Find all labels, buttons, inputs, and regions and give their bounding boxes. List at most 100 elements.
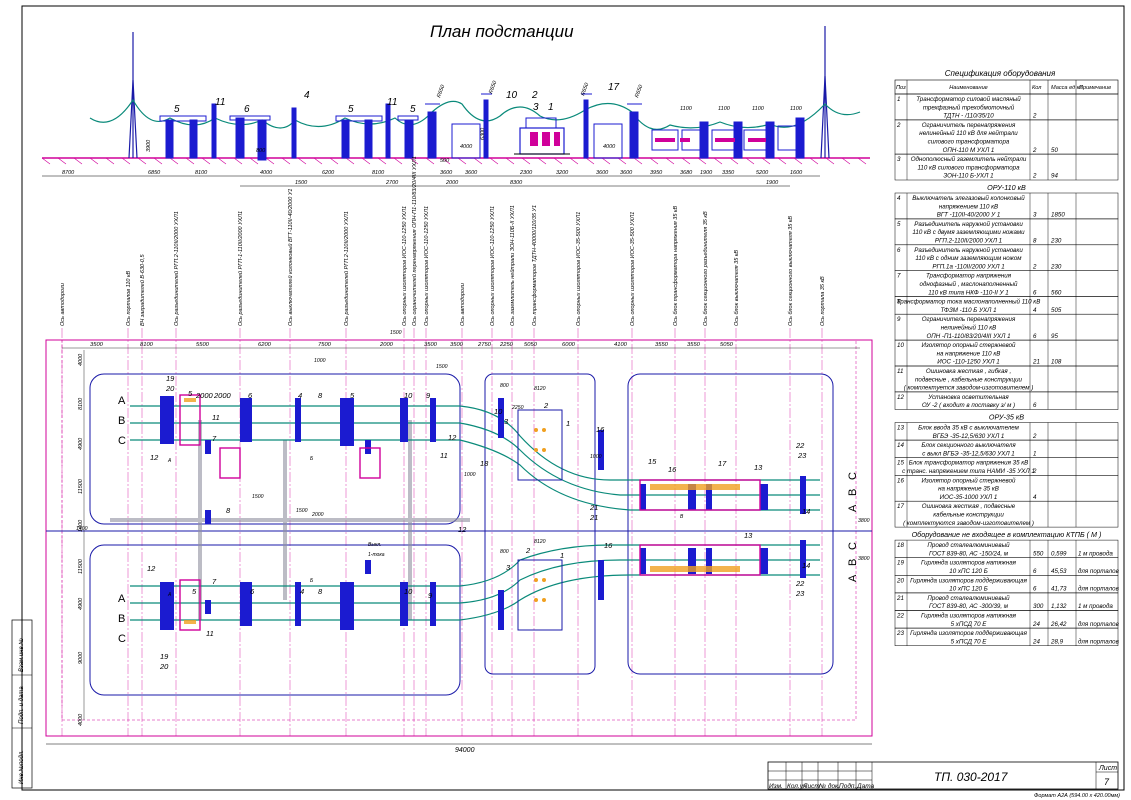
plan-callout-12: 10 xyxy=(404,391,413,400)
spec-name-line: ( комплектуется заводом-изготовителем ) xyxy=(904,385,1034,392)
plan-callout-11: 5 xyxy=(350,391,355,400)
spec-pos: 5 xyxy=(897,221,901,228)
spec-note: для порталов xyxy=(1078,586,1120,593)
elev-dim-10: 3600 xyxy=(596,170,609,176)
axis-label-17: Ось блок секционного разъединителя 35 кВ xyxy=(703,211,709,326)
plan-callout-17: 10 xyxy=(494,407,503,416)
spec-pos: 9 xyxy=(897,316,901,323)
spec-name-line: ЗОН-110 Б-УХЛ 1 xyxy=(943,173,993,180)
spec-name-line: Гирлянда изоляторов натяжная xyxy=(921,560,1017,567)
spec-pos: 1 xyxy=(897,96,900,103)
plan-callout-43: 3 xyxy=(506,563,511,572)
plan-callout-35: 4 xyxy=(300,587,304,596)
axis-label-14: Ось опорных изоляторов ИОС-35-500 УХЛ1 xyxy=(576,212,582,326)
spec-name-line: силового трансформатора xyxy=(928,139,1010,146)
plan-callout-14: 12 xyxy=(448,433,457,442)
spec-qty: 24 xyxy=(1032,621,1040,628)
spec-note: для порталов xyxy=(1078,621,1120,628)
spec-name-line: ВГБЭ -35-12,5/630 УХЛ 1 xyxy=(933,433,1005,440)
equipment-block-19 xyxy=(598,430,604,470)
sheet-label: Лист xyxy=(1098,765,1117,772)
plan-callout-9: 4 xyxy=(298,391,302,400)
page-title: План подстанции xyxy=(430,22,574,41)
spec-pos: 23 xyxy=(896,630,904,637)
plan-dim-misc-5: 2000 xyxy=(311,512,324,518)
axis-label-3: Ось разъединителей РГП.2-110II/2000 УХЛ1 xyxy=(173,211,180,326)
plan-callout-31: 12 xyxy=(147,564,156,573)
spec-qty: 2 xyxy=(1032,263,1037,270)
sheet-frame xyxy=(21,5,1125,791)
phase-rt-1: B xyxy=(847,489,859,496)
plan-callout-3: 2000 xyxy=(195,391,214,400)
elev-dim-4: 6200 xyxy=(322,170,335,176)
spec-name-line: Установка осветительная xyxy=(927,394,1009,401)
plan-callout-24: 17 xyxy=(718,459,727,468)
spec-pos: 18 xyxy=(897,542,904,549)
spec-qty: 4 xyxy=(1033,494,1037,501)
phase-lt-2: C xyxy=(118,435,126,447)
plan-dim-top-5: 2000 xyxy=(379,342,394,348)
equipment-block-21 xyxy=(640,484,646,510)
plan-callout-46: 16 xyxy=(604,541,613,550)
stamp-col-5: Дата xyxy=(856,783,875,790)
elev-dim-12: 3950 xyxy=(650,170,663,176)
equipment-block-7 xyxy=(240,582,252,626)
plan-callout-38: 10 xyxy=(404,587,413,596)
spec-name-line: ТДТН - /110/35/10 xyxy=(943,113,994,120)
elev-dim-15: 3350 xyxy=(722,170,735,176)
plan-callout-23: 16 xyxy=(668,465,677,474)
plan-small-label-1: 1-тока xyxy=(368,552,385,558)
equipment-block-25 xyxy=(800,476,806,514)
plan-callout-50: 23 xyxy=(795,589,805,598)
plan-dim-top-9: 2250 xyxy=(499,342,514,348)
elev-dim2-3: 8300 xyxy=(510,180,523,186)
spec-section-title-2: ОРУ-35 кВ xyxy=(989,413,1024,422)
spec-qty: 6 xyxy=(1033,289,1037,296)
equipment-block-23 xyxy=(706,484,712,510)
plan-dim-left-6: 4900 xyxy=(78,597,84,610)
axis-label-12: Ось заземлитель нейтрали ЗОН-110Б-II УХЛ… xyxy=(509,205,516,326)
plan-callout-8: 6 xyxy=(248,391,253,400)
plan-dim-misc-10: 800 xyxy=(500,549,509,555)
elev-dim-7: 3600 xyxy=(465,170,478,176)
spec-pos: 12 xyxy=(897,394,904,401)
spec-name-line: нелинейный 110 кВ xyxy=(941,325,997,332)
spec-pos: 7 xyxy=(897,273,901,280)
elev-dim-11: 3600 xyxy=(620,170,633,176)
spec-name-line: кабельные конструкции xyxy=(933,512,1004,519)
plan-callout-30: 8 xyxy=(226,506,231,515)
axis-label-11: Ось опорных изоляторов ИОС-110-1250 УХЛ1 xyxy=(490,206,496,326)
axis-label-7: Ось опорных изоляторов ИОС-110-1250 УХЛ1 xyxy=(402,206,408,326)
elev-dim2-4: 1900 xyxy=(766,180,779,186)
axis-label-5: Ось выключателей колонковый ВГТ-110II-40… xyxy=(287,189,294,326)
elev-dim2-0: 1500 xyxy=(295,180,308,186)
spec-pos: 4 xyxy=(897,195,901,202)
plan-callout-37: 11 xyxy=(206,629,214,638)
plan-dim-misc-8: 8120 xyxy=(534,539,546,545)
spec-name-line: ВГТ -110II-40/2000 У 1 xyxy=(937,212,1001,219)
equipment-block-17 xyxy=(498,398,504,438)
axis-label-20: Ось портала 35 кВ xyxy=(820,276,826,326)
spec-name-line: ИОС-35-1000 УХЛ 1 xyxy=(940,494,998,501)
axis-label-13: Ось трансформаторов ТДТН-40000/110/35 У1 xyxy=(532,205,538,326)
axis-label-16: Ось блок трансформатора напряжения 35 кВ xyxy=(673,205,679,326)
phase-rt-0: A xyxy=(847,504,859,512)
spec-mass: 45,53 xyxy=(1051,568,1067,575)
equipment-block-3 xyxy=(340,398,354,446)
elev-dim-6: 3600 xyxy=(440,170,453,176)
plan-dim-left-1: 8100 xyxy=(78,397,84,410)
elev-dim2-2: 2000 xyxy=(445,180,459,186)
plan-callout-27: 23 xyxy=(797,451,807,460)
phase-lt-1: B xyxy=(118,415,125,427)
plan-callout-36: 8 xyxy=(318,587,323,596)
plan-callout-41: 20 xyxy=(159,662,169,671)
phase-rb-1: B xyxy=(847,559,859,566)
elev-height-2: 4000 xyxy=(460,144,473,150)
spec-qty: 6 xyxy=(1033,586,1037,593)
elev-dim-9: 3200 xyxy=(556,170,569,176)
plan-dim-top-15: 5050 xyxy=(720,342,734,348)
